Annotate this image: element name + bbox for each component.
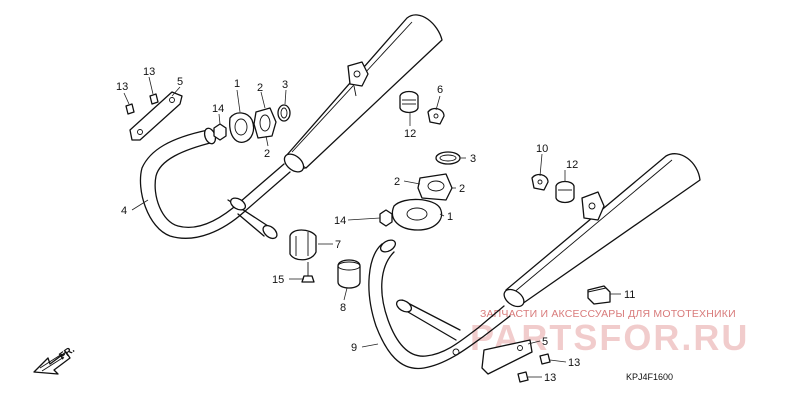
- callout-13-upper-a: 13: [116, 81, 128, 93]
- callout-13-lower-b: 13: [544, 372, 556, 384]
- callout-8: 8: [340, 302, 346, 314]
- callout-14-upper: 14: [212, 103, 224, 115]
- callout-12-lower: 12: [566, 159, 578, 171]
- callout-9: 9: [351, 342, 357, 354]
- callout-12-upper: 12: [404, 128, 416, 140]
- callout-2-lower-b: 2: [459, 183, 465, 195]
- callout-4: 4: [121, 205, 127, 217]
- rubber-mounts-lower: [531, 173, 611, 305]
- callout-3-lower: 3: [470, 153, 476, 165]
- clamp-and-gasket: [289, 229, 361, 289]
- callout-3-upper: 3: [282, 79, 288, 91]
- callout-2-upper-a: 2: [257, 82, 263, 94]
- callout-5-lower: 5: [542, 336, 548, 348]
- callout-1-lower: 1: [447, 211, 453, 223]
- callout-5-upper: 5: [177, 76, 183, 88]
- callout-13-lower-a: 13: [568, 357, 580, 369]
- callout-2-lower-a: 2: [394, 176, 400, 188]
- callout-10: 10: [536, 143, 548, 155]
- upper-joint-parts: [125, 91, 291, 143]
- exhaust-pipe-lower: [368, 239, 511, 370]
- lower-muffler: [503, 153, 701, 308]
- exhaust-pipe-upper: [139, 127, 291, 240]
- callout-6: 6: [437, 84, 443, 96]
- callout-7: 7: [335, 239, 341, 251]
- leader-lines: [123, 76, 621, 378]
- front-arrow-icon: [33, 351, 71, 375]
- callout-11: 11: [624, 289, 635, 301]
- callout-1-upper: 1: [234, 78, 240, 90]
- callout-14-lower: 14: [334, 215, 346, 227]
- callout-2-upper-b: 2: [264, 148, 270, 160]
- watermark-caption: ЗАПЧАСТИ И АКСЕССУАРЫ ДЛЯ МОТОТЕХНИКИ: [480, 308, 736, 320]
- rubber-mounts-upper: [399, 90, 445, 125]
- diagram-code: KPJ4F1600: [626, 372, 673, 382]
- upper-muffler: [283, 14, 443, 173]
- lower-joint-parts: [379, 151, 551, 383]
- callout-13-upper-b: 13: [143, 66, 155, 78]
- front-direction-indicator: FR.: [33, 344, 77, 375]
- callout-15: 15: [272, 274, 284, 286]
- callout-labels: 1 2 2 3 4 5 13 13 14 6 12 3 2 2 14 1 10 …: [116, 66, 635, 384]
